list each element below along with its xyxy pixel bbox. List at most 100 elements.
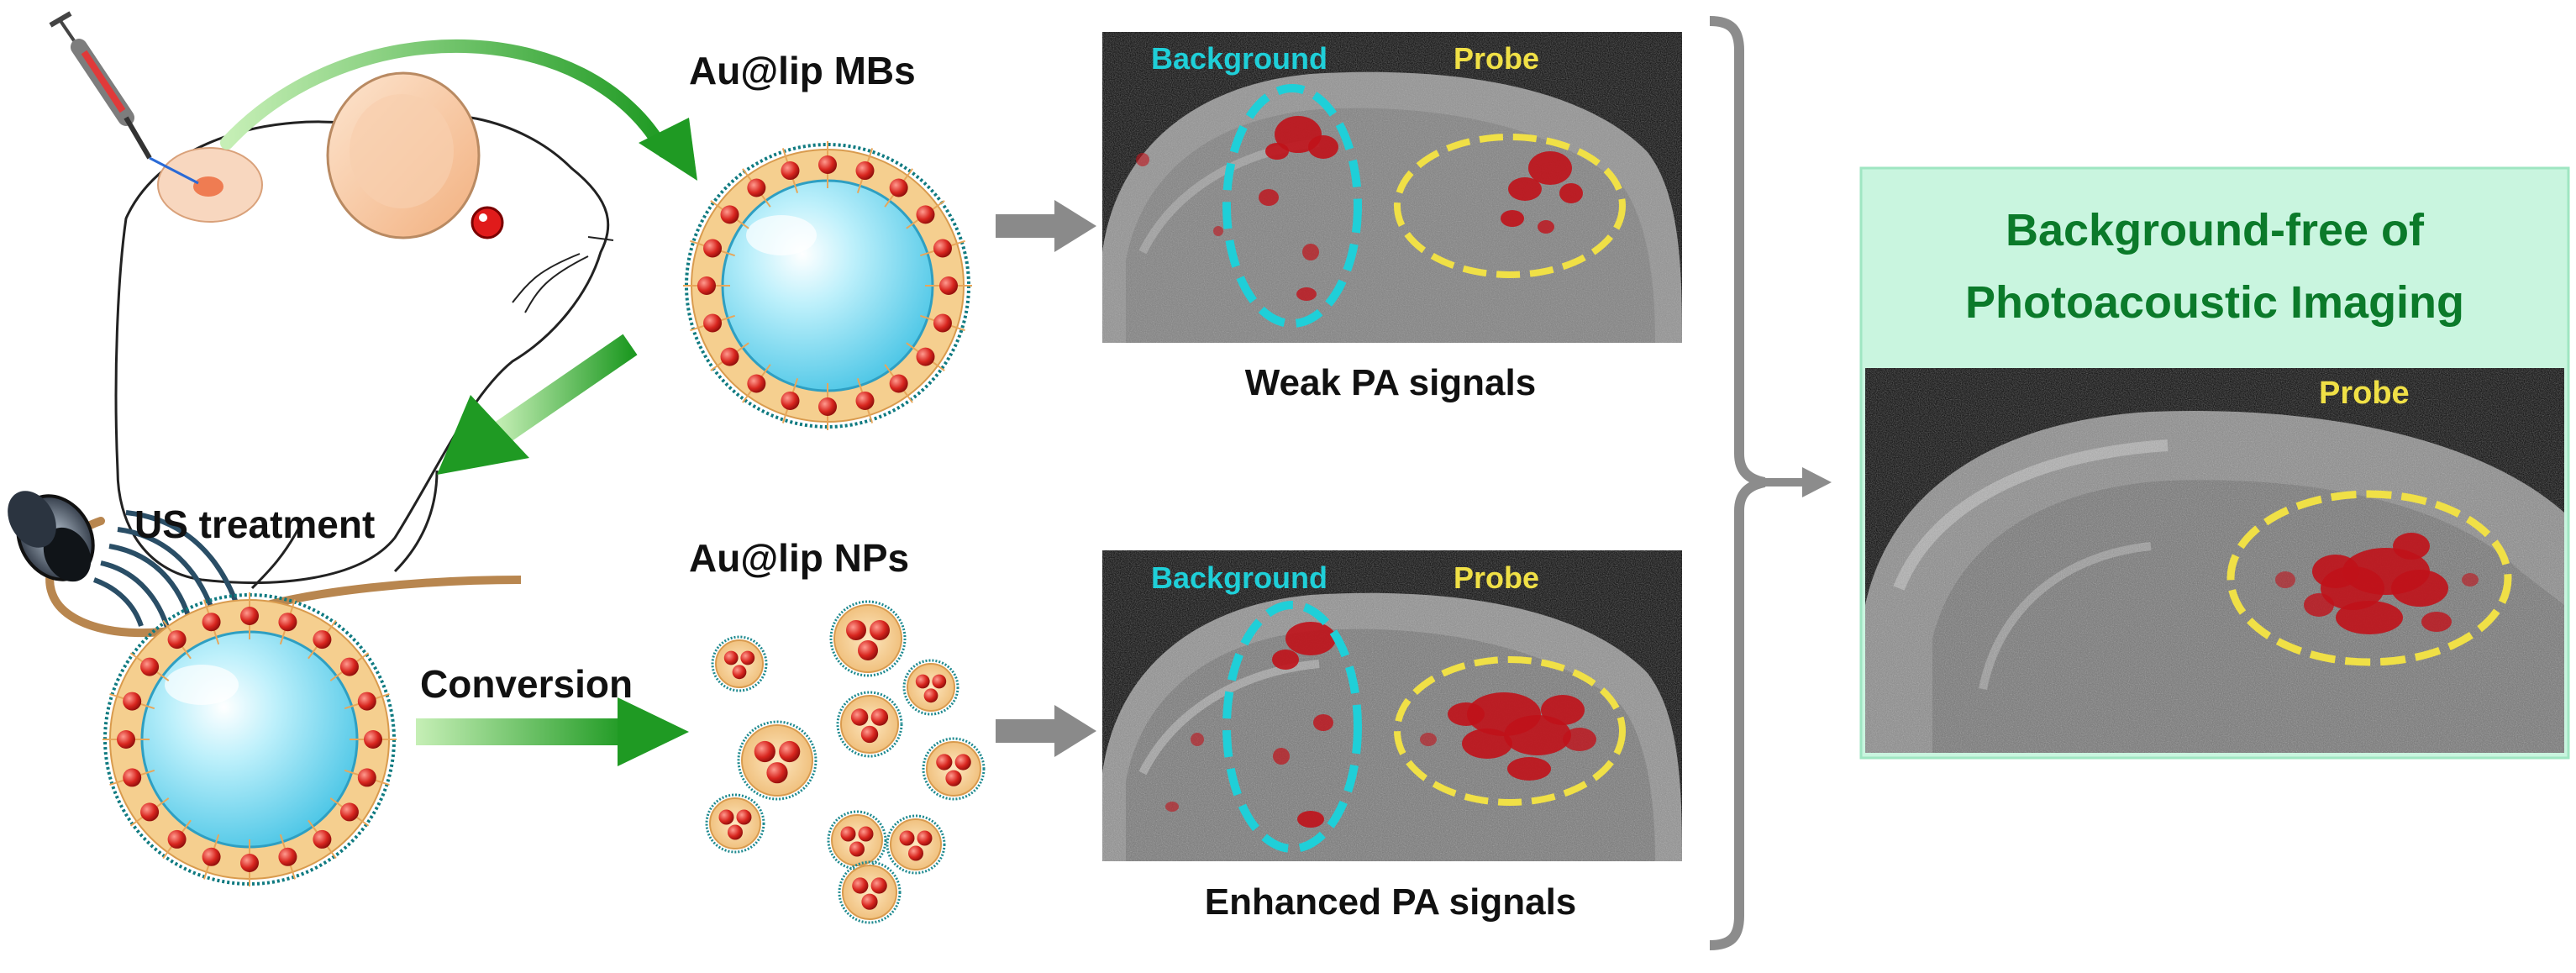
result-title-line1: Background-free of — [2006, 205, 2425, 255]
pa-signal — [1501, 210, 1524, 227]
au-lip-nps-label: Au@lip NPs — [689, 536, 909, 580]
result-title-line2: Photoacoustic Imaging — [1965, 277, 2464, 328]
pa-signal — [1259, 189, 1279, 206]
au-lip-mbs-label: Au@lip MBs — [689, 49, 916, 92]
combine-brace — [1709, 16, 1766, 950]
gold-particle — [140, 657, 160, 676]
us-treated-microbubble-icon — [103, 592, 397, 886]
pa-signal — [1504, 715, 1571, 755]
mouse-illustration — [45, 71, 614, 638]
gold-particle — [933, 313, 952, 333]
gold-particle — [117, 730, 135, 749]
pa-image-weak — [1102, 32, 1682, 343]
gold-particle-ring-bottom — [103, 592, 397, 886]
weak-pa-caption: Weak PA signals — [1245, 362, 1536, 403]
gold-particle — [747, 178, 766, 197]
pa-signal — [2391, 570, 2448, 607]
gold-particle — [939, 276, 958, 295]
nanoparticle — [711, 635, 768, 692]
probe-label-top: Probe — [1454, 41, 1539, 76]
gold-particle — [123, 768, 142, 787]
gold-particle — [202, 847, 221, 866]
gold-particle — [781, 391, 800, 410]
pa-signal — [2462, 573, 2479, 586]
gold-particle — [364, 730, 382, 749]
result-arrow — [1764, 467, 1832, 497]
gold-particle — [703, 239, 723, 258]
conversion-arrow — [416, 697, 689, 766]
pa-signal — [1507, 757, 1551, 781]
injection-arrow — [220, 39, 697, 181]
gold-particle — [313, 630, 332, 650]
pa-signal — [2312, 555, 2359, 588]
gold-particle — [747, 374, 766, 393]
enhanced-pa-caption: Enhanced PA signals — [1205, 881, 1577, 923]
pa-signal-blobs-result — [2275, 533, 2479, 634]
gold-particle — [278, 847, 297, 866]
gold-particle — [781, 161, 800, 181]
pa-signal — [1285, 622, 1336, 655]
pa-image-background-free — [1865, 368, 2564, 753]
gold-particle — [167, 630, 187, 650]
gold-particle — [889, 178, 908, 197]
gold-particle — [240, 854, 259, 872]
pa-signal — [1213, 226, 1223, 236]
gold-particle — [202, 613, 221, 632]
pa-signal — [2336, 601, 2403, 634]
gold-particle — [339, 802, 359, 822]
pa-signal-blobs-weak — [1136, 116, 1583, 301]
probe-label-result: Probe — [2319, 376, 2410, 411]
pa-signal — [1297, 811, 1324, 828]
nanoparticle — [705, 793, 765, 854]
nanoparticle — [922, 737, 986, 801]
pa-signal — [1462, 728, 1512, 759]
gold-particle — [357, 768, 376, 787]
probe-roi-bottom — [1394, 656, 1626, 806]
pa-signal — [1420, 733, 1437, 746]
pa-image-enhanced — [1102, 550, 1682, 861]
pa-signal-blobs-enhanced — [1165, 622, 1596, 828]
pa-signal — [1191, 733, 1204, 746]
gold-particle — [123, 692, 142, 711]
au-lip-nanoparticles-icon — [705, 600, 986, 924]
gold-particle — [720, 205, 739, 224]
gold-particle — [278, 613, 297, 632]
nanoparticle — [902, 659, 959, 716]
pa-signal — [1296, 287, 1317, 301]
pa-signal — [1528, 151, 1572, 185]
background-label-bottom: Background — [1151, 560, 1327, 595]
pa-signal — [1165, 802, 1179, 812]
pa-signal — [1508, 177, 1542, 201]
background-label-top: Background — [1151, 41, 1327, 76]
pa-signal — [1302, 244, 1319, 260]
conversion-label: Conversion — [420, 662, 633, 706]
gold-particle — [697, 276, 716, 295]
us-arrow — [437, 334, 638, 475]
pa-signal — [1541, 695, 1585, 725]
gold-particle — [240, 607, 259, 625]
gold-particle — [140, 802, 160, 822]
probe-roi-top — [1394, 134, 1626, 278]
gold-particle — [889, 374, 908, 393]
background-roi-bottom — [1222, 601, 1362, 853]
nanoparticle — [838, 860, 902, 924]
gold-particle — [855, 391, 875, 410]
gold-particle — [855, 161, 875, 181]
gray-arrow-top — [996, 200, 1096, 252]
gold-particle — [339, 657, 359, 676]
pa-signal — [1563, 728, 1596, 751]
gold-particle — [916, 347, 935, 366]
us-treatment-label: US treatment — [134, 502, 375, 546]
background-roi-top — [1222, 84, 1362, 328]
gold-particle — [703, 313, 723, 333]
nanoparticle — [737, 720, 817, 801]
nanoparticle — [827, 810, 887, 870]
gold-particle — [916, 205, 935, 224]
pa-signal — [1272, 650, 1299, 670]
pa-signal — [2275, 571, 2295, 588]
probe-roi-result — [2226, 490, 2512, 666]
gold-particle — [313, 829, 332, 849]
pa-signal — [2421, 612, 2452, 632]
gold-particle — [357, 692, 376, 711]
